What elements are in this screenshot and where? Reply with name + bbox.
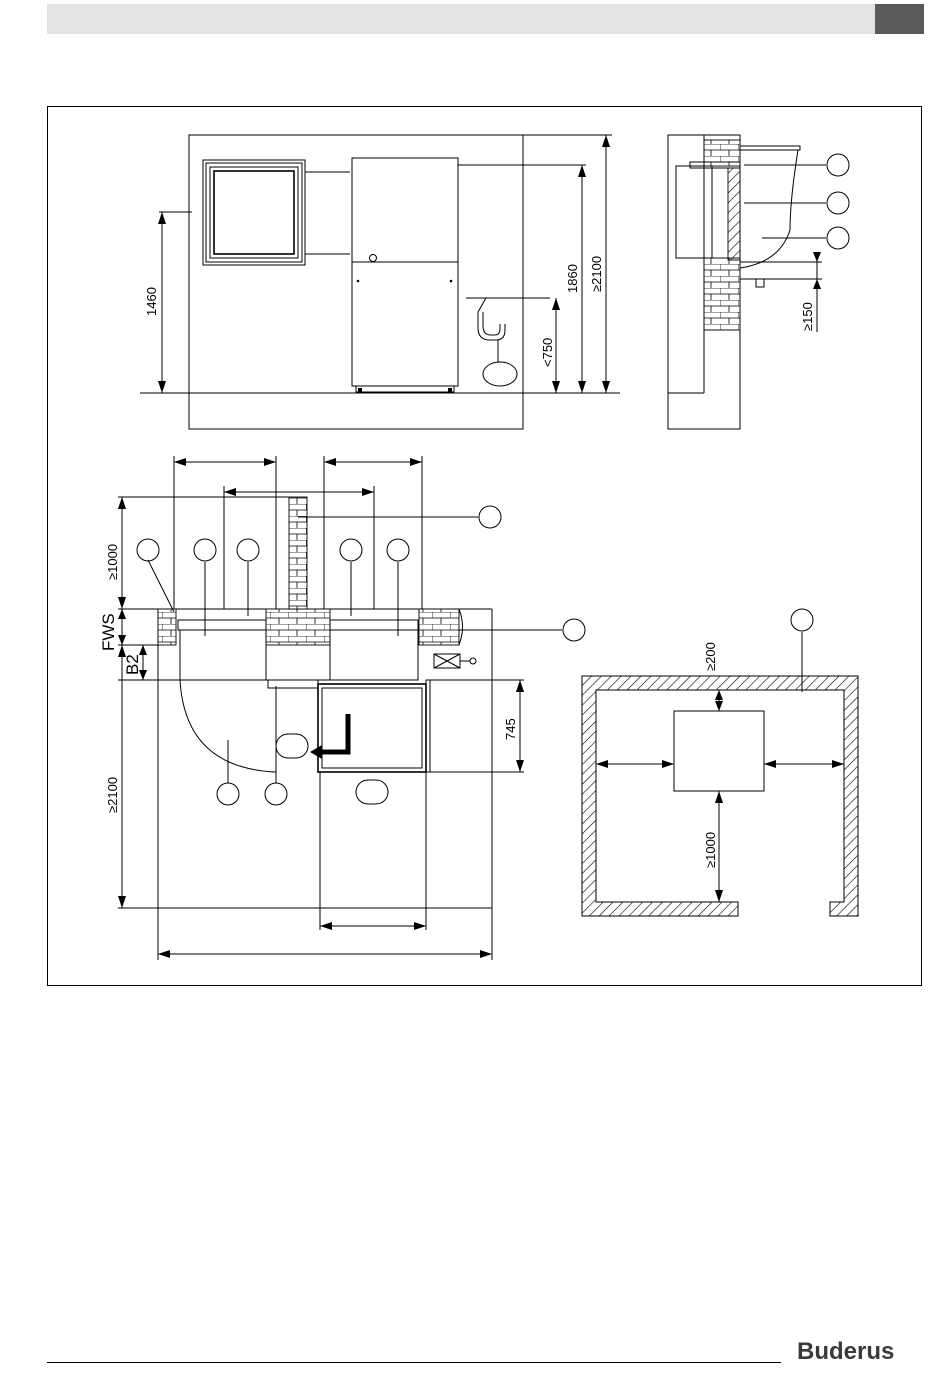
dim-flue-wall-spacing: FWS (99, 613, 118, 651)
side-section-view: ≥150 (668, 135, 849, 429)
clearance-plan-view: ≥200 ≥1000 (582, 609, 858, 916)
callout-circle (827, 227, 849, 249)
callout-circle (194, 539, 216, 561)
dim-min-bottom-clearance: ≥1000 (703, 832, 718, 868)
dim-b2: B2 (123, 654, 142, 675)
dim-tank-depth: 745 (503, 718, 518, 740)
drain-siphon (466, 298, 550, 386)
callout-circle (340, 539, 362, 561)
dim-min-floor-clearance: ≥150 (800, 302, 815, 331)
brand-logo: Buderus (797, 1338, 923, 1366)
boiler-front (352, 158, 458, 392)
dim-drain-height: <750 (540, 338, 555, 367)
dim-window-height: 1460 (144, 287, 159, 316)
callout-circle (791, 609, 813, 631)
callout-circle (827, 154, 849, 176)
dim-min-front-clearance: ≥2100 (105, 777, 120, 813)
dim-boiler-height: 1860 (565, 264, 580, 293)
callout-circle (137, 539, 159, 561)
callout-circle (237, 539, 259, 561)
callout-circle (265, 783, 287, 805)
dim-min-top-clearance: ≥200 (703, 642, 718, 671)
plan-view: ≥1000 FWS B2 ≥2100 745 (99, 456, 585, 960)
front-elevation-view: 1460 <750 1860 ≥2100 (140, 135, 620, 429)
footer-rule (47, 1362, 781, 1363)
callout-circle (217, 783, 239, 805)
callout-circle (479, 506, 501, 528)
callout-circle (387, 539, 409, 561)
callout-circle (563, 619, 585, 641)
dim-min-room-height: ≥2100 (589, 256, 604, 292)
window-outline (203, 160, 350, 265)
callout-circle (827, 192, 849, 214)
dim-min-rear-clearance: ≥1000 (105, 544, 120, 580)
